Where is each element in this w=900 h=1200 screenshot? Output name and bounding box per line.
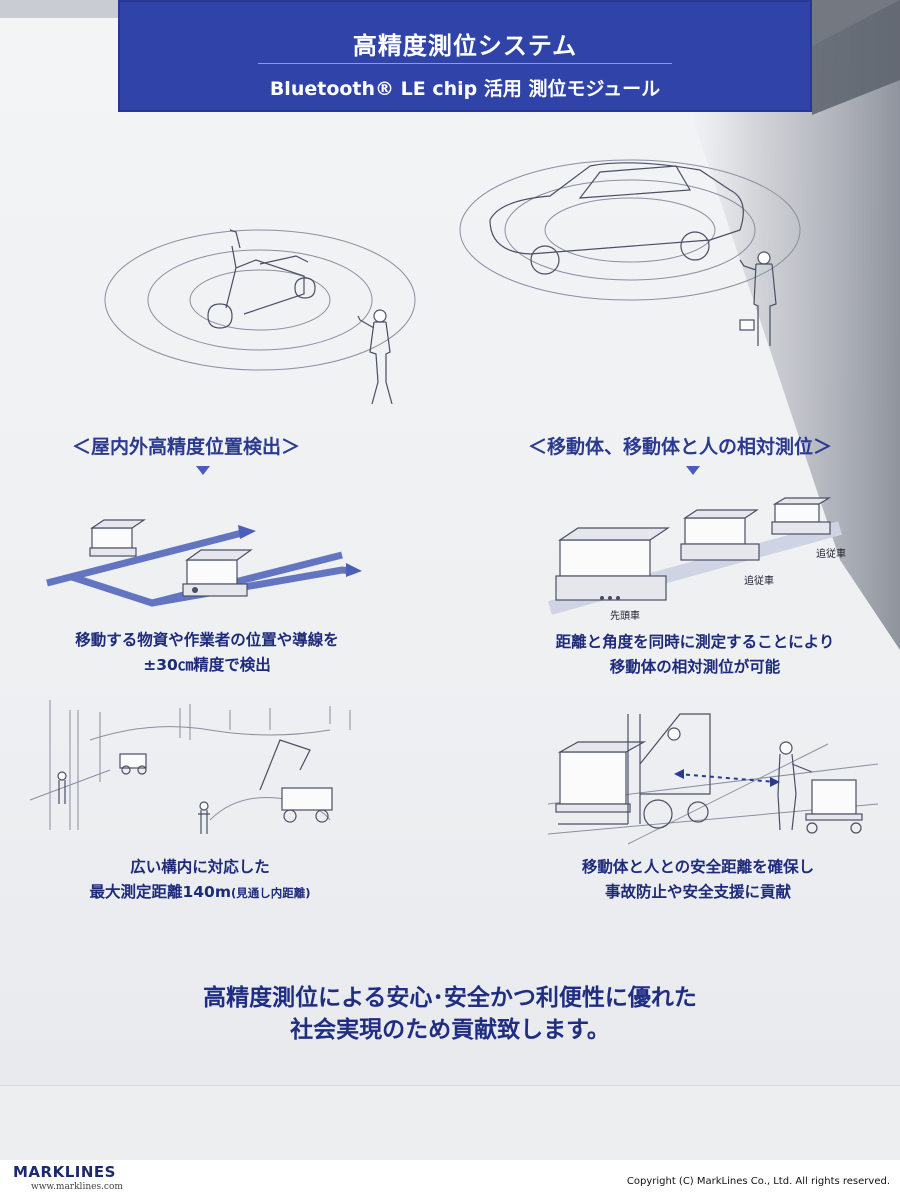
marklines-logo: MARKLINES: [13, 1163, 116, 1181]
right-caption-1: 距離と角度を同時に測定することにより 移動体の相対測位が可能: [540, 630, 850, 680]
left-heading: ＜屋内外高精度位置検出＞: [72, 436, 301, 458]
banner-title: 高精度測位システム: [352, 32, 578, 60]
slogan-line-1: 高精度測位による安心･安全かつ利便性に優れた: [203, 985, 697, 1011]
car-illustration: [459, 159, 801, 346]
follow-vehicle-label-1: 追従車: [744, 576, 774, 587]
left-heading-arrow: [196, 466, 210, 475]
slogan-line-2: 社会実現のため貢献致します。: [290, 1017, 610, 1043]
left-caption-1: 移動する物資や作業者の位置や導線を ±30㎝精度で検出: [52, 628, 362, 678]
convoy-illustration: [548, 497, 842, 615]
right-caption-2: 移動体と人との安全距離を確保し 事故防止や安全支援に貢献: [548, 855, 848, 905]
copyright-text: Copyright (C) MarkLines Co., Ltd. All ri…: [626, 1176, 890, 1187]
marklines-url: www.marklines.com: [31, 1182, 123, 1192]
banner-divider: [258, 63, 672, 64]
left-caption-1-line-2: ±30㎝精度で検出: [143, 656, 271, 674]
slogan: 高精度測位による安心･安全かつ利便性に優れた 社会実現のため貢献致します。: [0, 982, 900, 1046]
right-heading-arrow: [686, 466, 700, 475]
right-caption-1-line-2: 移動体の相対測位が可能: [609, 658, 781, 676]
follow-vehicle-label-2: 追従車: [816, 549, 846, 560]
left-caption-2-line-1: 広い構内に対応した: [130, 858, 270, 876]
title-banner: 高精度測位システム Bluetooth® LE chip 活用 測位モジュール: [118, 0, 812, 112]
left-caption-2-line-2: 最大測定距離140m(見通し内距離): [50, 880, 350, 906]
background-corner: [0, 0, 120, 18]
right-caption-1-line-1: 距離と角度を同時に測定することにより: [555, 633, 835, 651]
right-heading: ＜移動体、移動体と人の相対測位＞: [528, 436, 833, 458]
indoor-path-illustration: [46, 519, 362, 607]
right-caption-2-line-1: 移動体と人との安全距離を確保し: [581, 858, 815, 876]
left-caption-1-line-1: 移動する物資や作業者の位置や導線を: [75, 631, 339, 649]
right-caption-2-line-2: 事故防止や安全支援に貢献: [604, 883, 791, 901]
max-distance-text: 最大測定距離140m: [89, 883, 231, 901]
left-caption-2: 広い構内に対応した 最大測定距離140m(見通し内距離): [50, 855, 350, 906]
floor-area: [0, 1085, 900, 1161]
lead-vehicle-label: 先頭車: [610, 611, 640, 622]
scooter-illustration: [104, 229, 416, 405]
line-of-sight-note: (見通し内距離): [231, 886, 311, 900]
forklift-illustration: [547, 713, 879, 845]
watermark-footer: [0, 1160, 900, 1200]
construction-site-illustration: [29, 700, 351, 834]
banner-subtitle: Bluetooth® LE chip 活用 測位モジュール: [269, 78, 661, 100]
